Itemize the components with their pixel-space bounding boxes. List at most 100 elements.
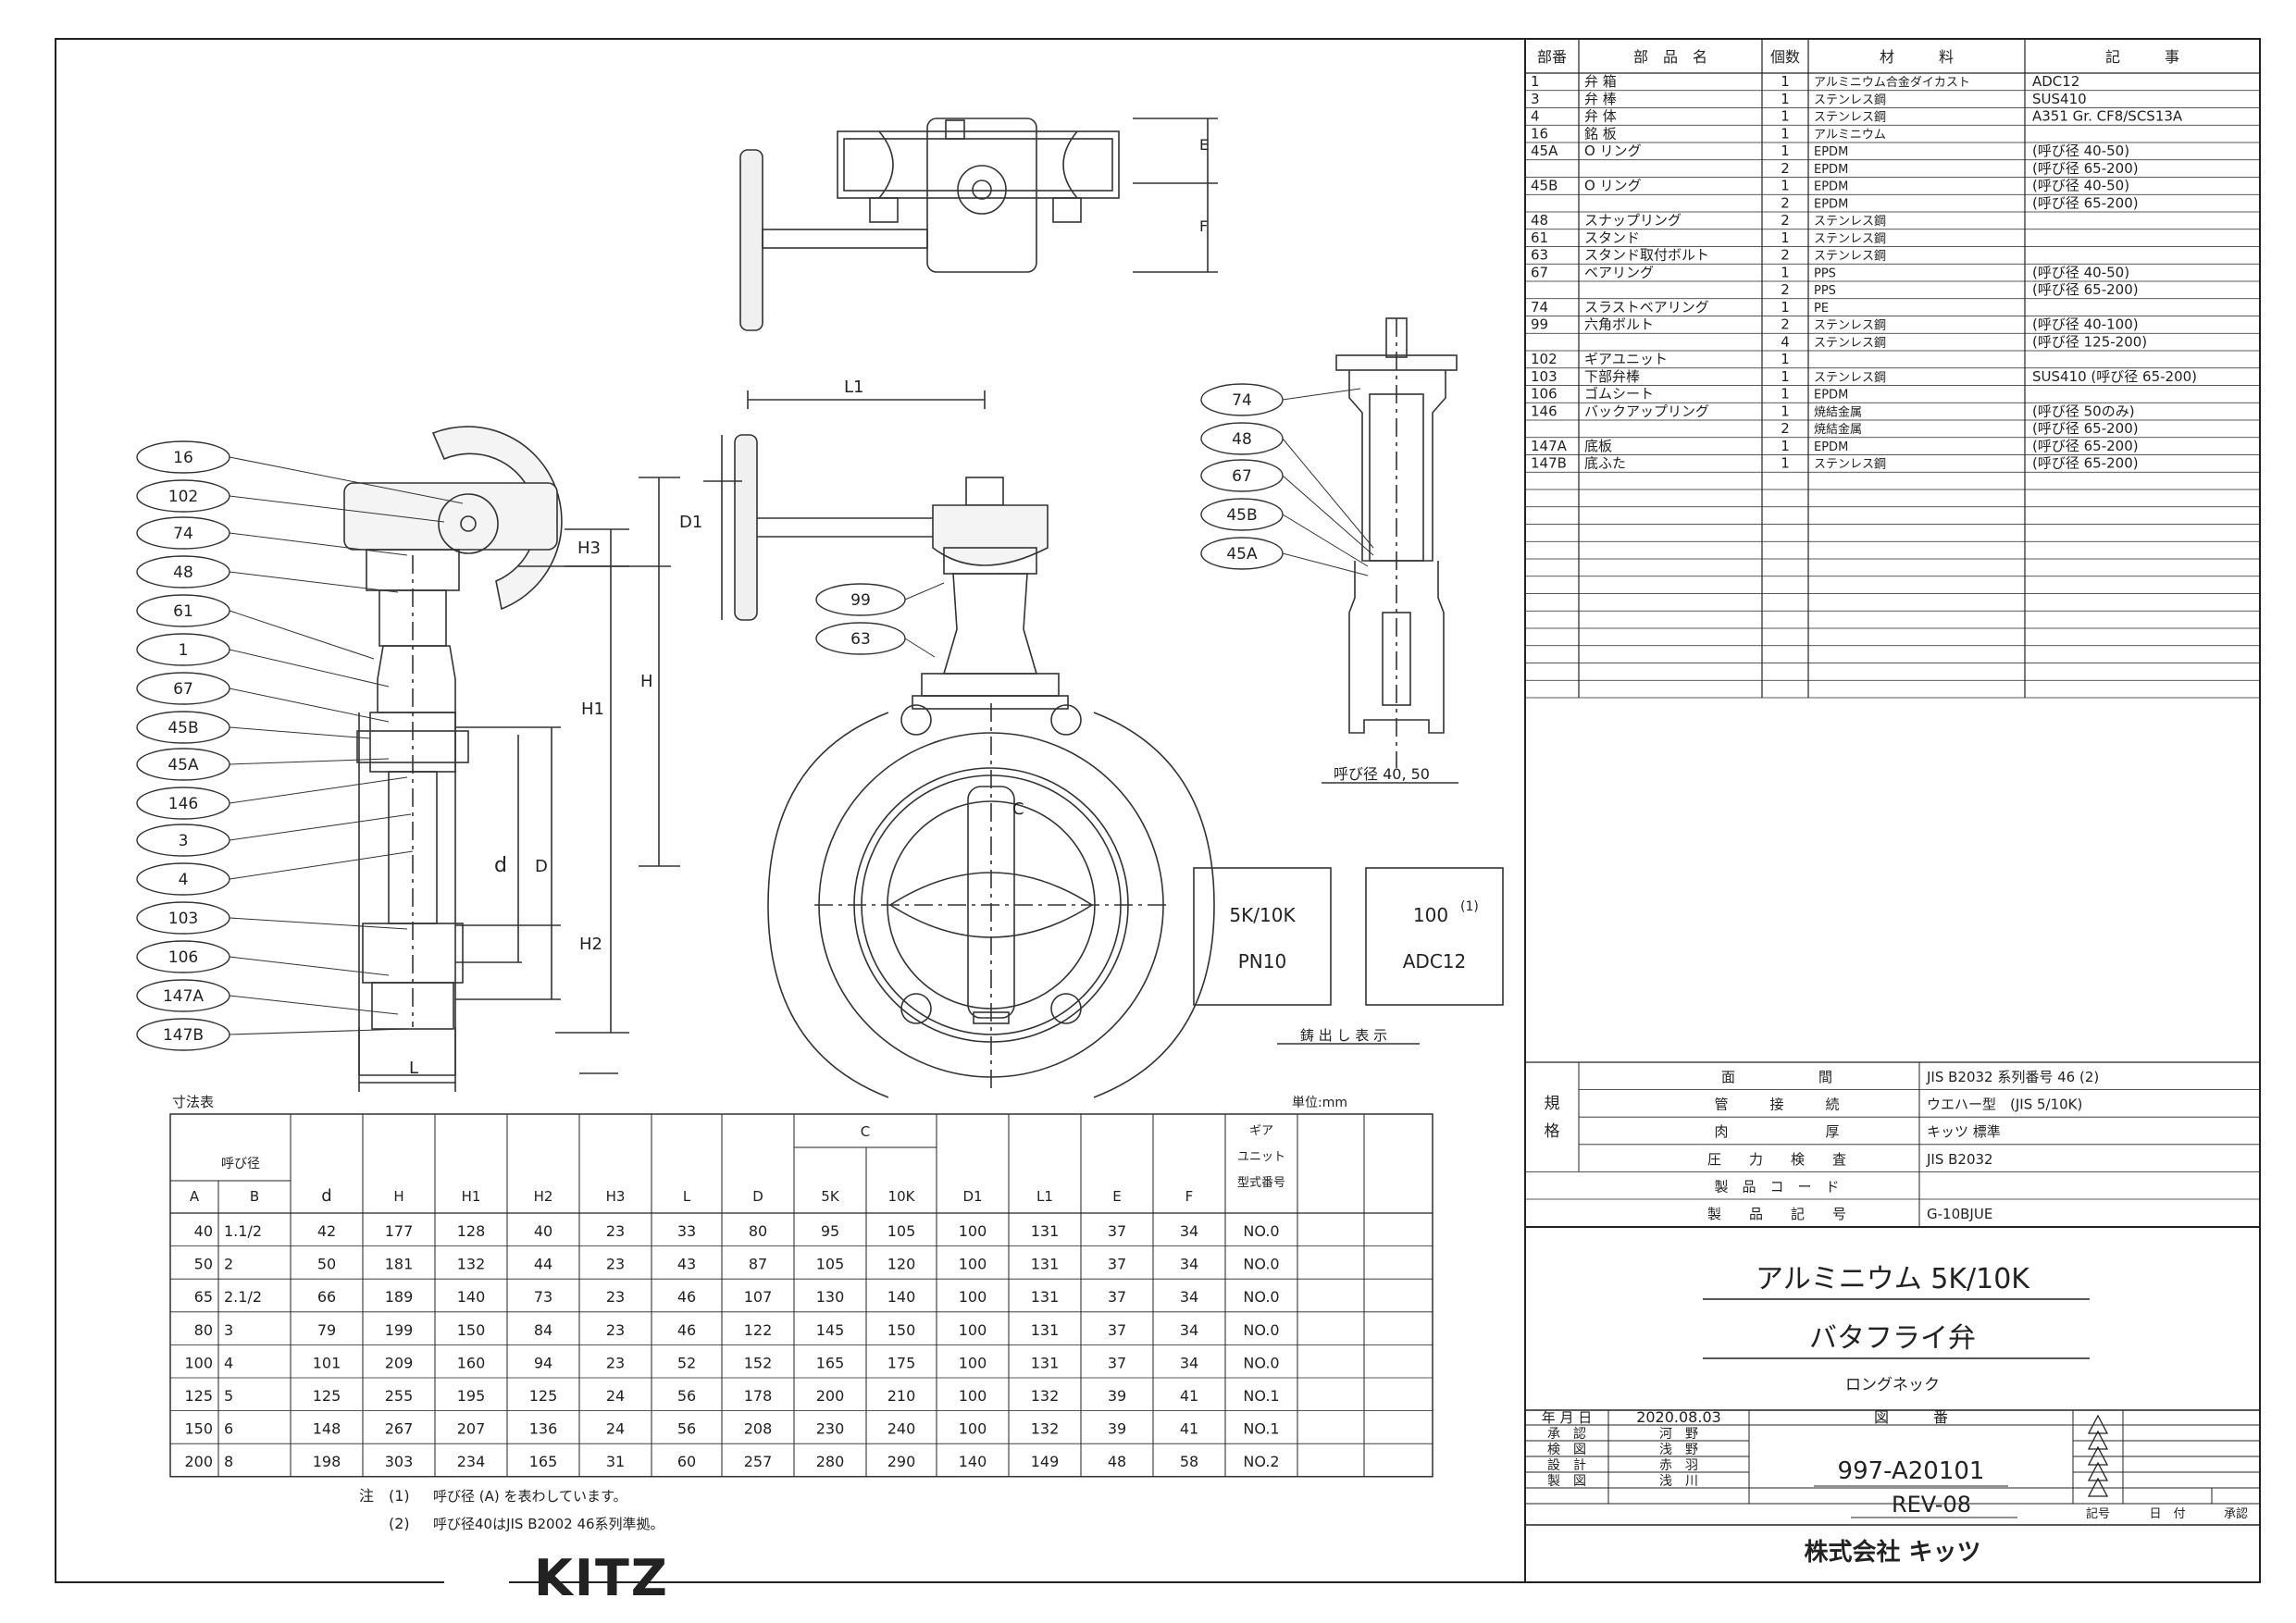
- dim-cell-r4-c15: NO.0: [1243, 1354, 1279, 1371]
- parts-cell-r9-c3: ステンレス鋼: [1814, 232, 1886, 246]
- approval-role-0: 承 認: [1547, 1427, 1586, 1442]
- parts-cell-r3-c3: アルミニウム: [1814, 128, 1886, 142]
- dim-cell-r1-c3: 181: [385, 1256, 414, 1273]
- drawing-date: 2020.08.03: [1636, 1408, 1721, 1426]
- parts-cell-r17-c4: SUS410 (呼び径 65-200): [2032, 368, 2197, 385]
- dim-col-header-2: d: [321, 1186, 331, 1206]
- dim-cell-r1-c2: 50: [317, 1256, 336, 1273]
- parts-cell-r5-c2: 2: [1781, 160, 1790, 177]
- dim-cell-r6-c2: 148: [313, 1420, 341, 1438]
- approval-name-0: 河 野: [1659, 1427, 1698, 1442]
- spec-value-5: G-10BJUE: [1927, 1206, 1992, 1222]
- drawing-number-label: 図 番: [1874, 1408, 1948, 1426]
- parts-cell-r21-c0: 147A: [1531, 438, 1568, 454]
- dim-cell-r7-c10: 290: [887, 1453, 916, 1470]
- dim-cell-r6-c10: 240: [887, 1420, 916, 1438]
- parts-cell-r12-c4: (呼び径 65-200): [2032, 281, 2139, 298]
- parts-header-1: 部 品 名: [1633, 48, 1707, 66]
- note-1-num: (1): [389, 1487, 410, 1505]
- callout-left-label-8: 45A: [168, 756, 199, 774]
- parts-cell-r11-c4: (呼び径 40-50): [2032, 264, 2129, 280]
- dim-col-header-9: 5K: [821, 1188, 840, 1205]
- dim-cell-r6-c5: 136: [529, 1420, 558, 1438]
- dim-header-c: C: [861, 1123, 870, 1140]
- dim-cell-r5-c12: 132: [1031, 1387, 1060, 1405]
- dim-col-header-12: L1: [1036, 1188, 1053, 1205]
- dim-cell-r6-c9: 230: [816, 1420, 845, 1438]
- dim-cell-r0-c8: 80: [749, 1222, 767, 1240]
- parts-cell-r1-c2: 1: [1781, 91, 1790, 107]
- parts-cell-r18-c2: 1: [1781, 386, 1790, 403]
- parts-cell-r2-c0: 4: [1531, 108, 1540, 125]
- parts-cell-r20-c4: (呼び径 65-200): [2032, 420, 2139, 437]
- kitz-logo: KITZ: [534, 1549, 669, 1607]
- parts-cell-r10-c1: スタンド取付ボルト: [1584, 247, 1709, 264]
- dim-label-L: L: [409, 1059, 418, 1078]
- rev-col-date: 日 付: [2149, 1507, 2185, 1521]
- dim-cell-r5-c14: 41: [1180, 1387, 1198, 1405]
- spec-value-1: ウエハー型 (JIS 5/10K): [1927, 1096, 2082, 1113]
- parts-cell-r6-c3: EPDM: [1814, 180, 1848, 194]
- dim-label-F: F: [1199, 217, 1208, 235]
- dim-cell-r5-c11: 100: [959, 1387, 987, 1405]
- callout-right-label-1: 48: [1232, 430, 1252, 449]
- dim-cell-r2-c10: 140: [887, 1288, 916, 1306]
- parts-cell-r7-c2: 2: [1781, 194, 1790, 211]
- parts-cell-r0-c4: ADC12: [2032, 73, 2079, 90]
- dim-col-header-1: B: [250, 1188, 259, 1205]
- dim-label-H2: H2: [579, 935, 602, 954]
- parts-cell-r4-c2: 1: [1781, 142, 1790, 159]
- dim-cell-r7-c1: 8: [224, 1453, 233, 1470]
- parts-cell-r9-c1: スタンド: [1584, 229, 1640, 246]
- cast-mark-2-line1: 100: [1413, 904, 1448, 926]
- parts-cell-r19-c3: 焼結金属: [1814, 404, 1862, 419]
- parts-cell-r17-c1: 下部弁棒: [1584, 368, 1640, 385]
- parts-header-3: 材 料: [1880, 48, 1954, 66]
- dim-table-unit: 単位:mm: [1292, 1096, 1347, 1110]
- parts-cell-r6-c1: O リング: [1584, 178, 1642, 194]
- callout-left-label-1: 102: [168, 488, 198, 506]
- dim-cell-r3-c2: 79: [317, 1321, 336, 1339]
- parts-cell-r15-c3: ステンレス鋼: [1814, 336, 1886, 350]
- callout-left-label-15: 147B: [163, 1026, 204, 1045]
- dim-col-header-4: H1: [462, 1188, 481, 1205]
- parts-cell-r15-c4: (呼び径 125-200): [2032, 333, 2147, 350]
- dim-cell-r6-c15: NO.1: [1243, 1420, 1279, 1438]
- dim-cell-r7-c3: 303: [385, 1453, 414, 1470]
- callout-left-label-5: 1: [179, 641, 189, 660]
- dim-cell-r5-c6: 24: [606, 1387, 625, 1405]
- note-2-num: (2): [389, 1515, 410, 1532]
- parts-header-4: 記 事: [2105, 48, 2179, 66]
- callout-right-label-3: 45B: [1226, 506, 1257, 525]
- dim-header-nominal: 呼び径: [221, 1157, 260, 1171]
- product-subtitle: ロングネック: [1845, 1376, 1940, 1394]
- dim-cell-r0-c14: 34: [1180, 1222, 1198, 1240]
- dim-cell-r1-c11: 100: [959, 1256, 987, 1273]
- callout-left-label-0: 16: [173, 449, 193, 467]
- dim-cell-r0-c0: 40: [194, 1222, 213, 1240]
- dim-cell-r4-c11: 100: [959, 1354, 987, 1371]
- dim-header-gear-0: ギア: [1249, 1124, 1273, 1138]
- parts-cell-r19-c1: バックアップリング: [1584, 403, 1709, 419]
- parts-cell-r14-c2: 2: [1781, 316, 1790, 333]
- callout-left-label-12: 103: [168, 910, 198, 928]
- parts-cell-r17-c0: 103: [1531, 368, 1558, 385]
- dim-cell-r3-c4: 150: [457, 1321, 486, 1339]
- parts-cell-r19-c2: 1: [1781, 403, 1790, 419]
- parts-cell-r16-c0: 102: [1531, 351, 1558, 367]
- dim-cell-r3-c8: 122: [744, 1321, 773, 1339]
- spec-group-label-1: 規: [1545, 1095, 1560, 1113]
- dim-cell-r4-c13: 37: [1108, 1354, 1126, 1371]
- revision: REV-08: [1892, 1492, 1971, 1518]
- parts-cell-r16-c2: 1: [1781, 351, 1790, 367]
- parts-cell-r4-c3: EPDM: [1814, 145, 1848, 159]
- callout-left-label-9: 146: [168, 795, 198, 813]
- callout-left-label-7: 45B: [168, 719, 198, 737]
- spec-value-3: JIS B2032: [1926, 1151, 1993, 1168]
- dim-cell-r3-c1: 3: [224, 1321, 233, 1339]
- parts-cell-r22-c2: 1: [1781, 455, 1790, 472]
- dim-cell-r1-c12: 131: [1031, 1256, 1060, 1273]
- parts-cell-r11-c2: 1: [1781, 264, 1790, 280]
- dim-cell-r5-c8: 178: [744, 1387, 773, 1405]
